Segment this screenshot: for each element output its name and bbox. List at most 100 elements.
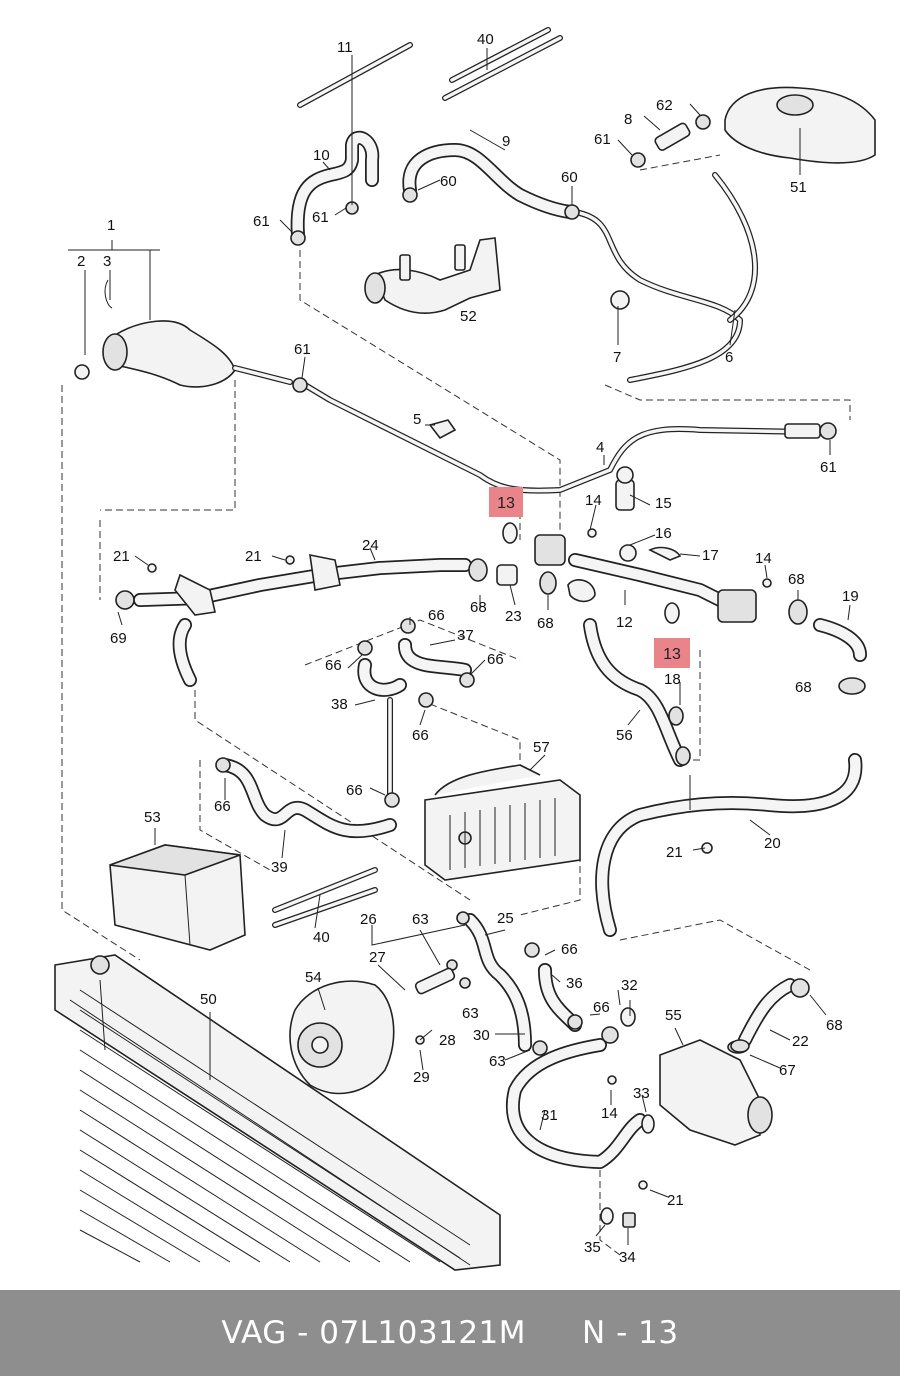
label-14b: 14 (755, 550, 772, 567)
label-26: 26 (360, 911, 377, 928)
label-60a: 60 (440, 173, 457, 190)
label-39: 39 (271, 859, 288, 876)
part-50-radiator (54, 954, 501, 1271)
label-66b: 66 (325, 657, 342, 674)
label-25: 25 (497, 910, 514, 927)
label-51: 51 (790, 179, 807, 196)
label-61c: 61 (294, 341, 311, 358)
part-57-cooler (424, 764, 581, 881)
label-67: 67 (779, 1062, 796, 1079)
label-61b: 61 (312, 209, 329, 226)
label-52: 52 (460, 308, 477, 325)
label-57: 57 (533, 739, 550, 756)
label-7: 7 (613, 349, 621, 366)
fittings (115, 114, 810, 1228)
label-3: 3 (103, 253, 111, 270)
label-68a: 68 (470, 599, 487, 616)
label-32: 32 (621, 977, 638, 994)
label-69: 69 (110, 630, 127, 647)
label-6: 6 (725, 349, 733, 366)
label-31: 31 (541, 1107, 558, 1124)
highlight-label-upper: 13 (497, 495, 515, 512)
part-51-tank (724, 86, 876, 164)
label-68d: 68 (795, 679, 812, 696)
label-50: 50 (200, 991, 217, 1008)
highlight-tags: 13 13 (489, 487, 690, 668)
label-61d: 61 (594, 131, 611, 148)
label-40b: 40 (313, 929, 330, 946)
part-number: VAG - 07L103121M (221, 1315, 527, 1351)
footer-bar: VAG - 07L103121M N - 13 (0, 1290, 900, 1376)
label-22: 22 (792, 1033, 809, 1050)
label-15: 15 (655, 495, 672, 512)
label-24: 24 (362, 537, 379, 554)
part-55-thermostat (659, 1039, 773, 1146)
label-19: 19 (842, 588, 859, 605)
label-17: 17 (702, 547, 719, 564)
label-62: 62 (656, 97, 673, 114)
label-30: 30 (473, 1027, 490, 1044)
label-37: 37 (457, 627, 474, 644)
label-56: 56 (616, 727, 633, 744)
part-1-housing (74, 279, 293, 388)
label-1: 1 (107, 217, 115, 234)
label-68e: 68 (826, 1017, 843, 1034)
label-21c: 21 (666, 844, 683, 861)
part-54-alternator (289, 980, 395, 1095)
label-28: 28 (439, 1032, 456, 1049)
label-66e: 66 (346, 782, 363, 799)
label-34: 34 (619, 1249, 636, 1266)
wiring (272, 27, 563, 928)
label-27: 27 (369, 949, 386, 966)
label-66d: 66 (412, 727, 429, 744)
label-61e: 61 (820, 459, 837, 476)
hoses-top (290, 130, 759, 383)
label-68c: 68 (788, 571, 805, 588)
label-33: 33 (633, 1085, 650, 1102)
label-35: 35 (584, 1239, 601, 1256)
pipe-4 (302, 382, 837, 494)
label-68b: 68 (537, 615, 554, 632)
part-52-flange (364, 237, 501, 314)
highlight-label-lower: 13 (663, 646, 681, 663)
label-9: 9 (502, 133, 510, 150)
label-54: 54 (305, 969, 322, 986)
label-61a: 61 (253, 213, 270, 230)
label-14c: 14 (601, 1105, 618, 1122)
dashed-guide-lines (61, 154, 851, 1256)
label-40a: 40 (477, 31, 494, 48)
pipe-24 (133, 553, 472, 687)
label-60b: 60 (561, 169, 578, 186)
label-55: 55 (665, 1007, 682, 1024)
leader-lines (68, 48, 851, 1245)
label-66a: 66 (428, 607, 445, 624)
reference-number: N - 13 (582, 1315, 679, 1351)
label-66c: 66 (487, 651, 504, 668)
label-36: 36 (566, 975, 583, 992)
pipe-12 (534, 466, 757, 623)
parts-diagram: 13 13 1 2 3 4 5 6 7 8 9 10 11 12 14 14 1… (54, 27, 876, 1271)
part-53-heater (109, 844, 246, 951)
label-23: 23 (505, 608, 522, 625)
label-20: 20 (764, 835, 781, 852)
label-21a: 21 (113, 548, 130, 565)
label-10: 10 (313, 147, 330, 164)
label-29: 29 (413, 1069, 430, 1086)
label-5: 5 (413, 411, 421, 428)
label-16: 16 (655, 525, 672, 542)
hoses-right (595, 618, 867, 937)
label-63c: 63 (489, 1053, 506, 1070)
hose-56 (583, 618, 687, 767)
label-18: 18 (664, 671, 681, 688)
highlight-box-upper (489, 487, 523, 517)
label-66h: 66 (593, 999, 610, 1016)
label-63a: 63 (412, 911, 429, 928)
label-14a: 14 (585, 492, 602, 509)
part-labels: 1 2 3 4 5 6 7 8 9 10 11 12 14 14 14 15 1… (77, 31, 859, 1266)
label-12: 12 (616, 614, 633, 631)
label-66g: 66 (561, 941, 578, 958)
label-21b: 21 (245, 548, 262, 565)
label-8: 8 (624, 111, 632, 128)
label-63b: 63 (462, 1005, 479, 1022)
label-11: 11 (337, 39, 353, 56)
